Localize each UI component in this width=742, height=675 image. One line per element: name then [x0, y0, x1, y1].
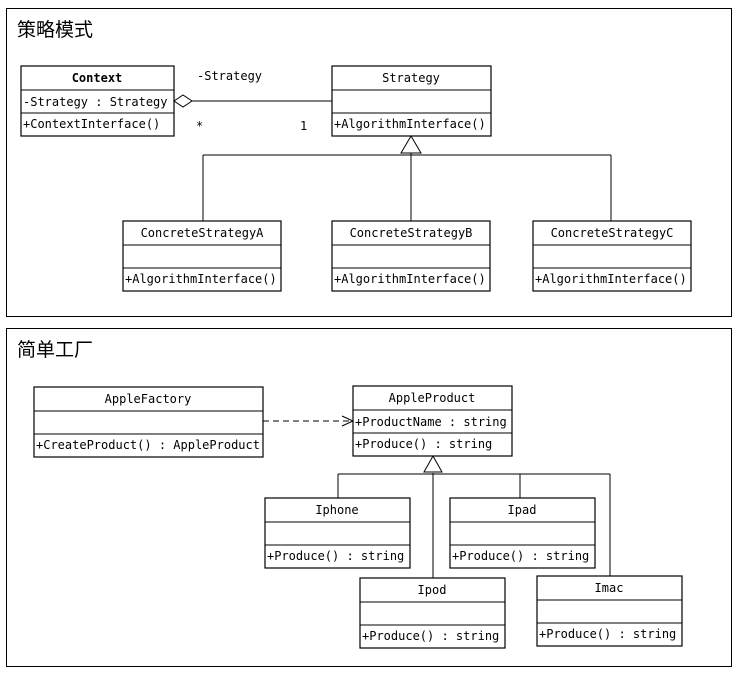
generalization-arrowhead: [423, 454, 443, 473]
class-apple-product: AppleProduct +ProductName : string +Prod…: [352, 385, 513, 457]
factory-panel-title: 简单工厂: [17, 339, 93, 361]
class-name: Ipod: [418, 583, 447, 597]
factory-inheritance: [337, 454, 611, 578]
class-operation: +Produce() : string: [539, 627, 676, 641]
class-name: ConcreteStrategyA: [141, 226, 265, 240]
multiplicity-strategy: 1: [300, 119, 307, 133]
strategy-association: [173, 94, 332, 108]
generalization-arrowhead: [400, 135, 422, 154]
class-operation: +AlgorithmInterface(): [334, 272, 486, 286]
class-iphone: Iphone +Produce() : string: [264, 497, 411, 569]
class-attribute: -Strategy : Strategy: [23, 95, 168, 109]
class-imac: Imac +Produce() : string: [536, 575, 683, 647]
class-operation: +CreateProduct() : AppleProduct: [36, 438, 260, 452]
class-concrete-strategy-b: ConcreteStrategyB +AlgorithmInterface(): [331, 220, 491, 292]
class-ipod: Ipod +Produce() : string: [359, 577, 506, 649]
association-role-label: -Strategy: [197, 69, 262, 83]
class-operation: +ContextInterface(): [23, 117, 160, 131]
strategy-panel-title: 策略模式: [17, 19, 93, 41]
class-operation: +Produce() : string: [362, 629, 499, 643]
multiplicity-context: *: [196, 119, 203, 133]
class-name: ConcreteStrategyB: [350, 226, 473, 240]
class-ipad: Ipad +Produce() : string: [449, 497, 596, 569]
class-operation: +AlgorithmInterface(): [334, 117, 486, 131]
class-name: Imac: [595, 581, 624, 595]
class-name: Ipad: [508, 503, 537, 517]
class-concrete-strategy-a: ConcreteStrategyA +AlgorithmInterface(): [122, 220, 282, 292]
class-name: ConcreteStrategyC: [551, 226, 674, 240]
class-operation: +Produce() : string: [452, 549, 589, 563]
class-operation: +Produce() : string: [267, 549, 404, 563]
class-name: AppleFactory: [105, 392, 192, 406]
class-operation: +AlgorithmInterface(): [125, 272, 277, 286]
class-name: Strategy: [382, 71, 440, 85]
class-name: Iphone: [315, 503, 358, 517]
class-context: Context -Strategy : Strategy +ContextInt…: [20, 65, 175, 137]
class-operation: +Produce() : string: [355, 437, 492, 451]
class-name: AppleProduct: [389, 391, 476, 405]
class-concrete-strategy-c: ConcreteStrategyC +AlgorithmInterface(): [532, 220, 692, 292]
strategy-inheritance: [202, 135, 612, 221]
class-operation: +AlgorithmInterface(): [535, 272, 687, 286]
class-attribute: +ProductName : string: [355, 415, 507, 429]
class-name: Context: [72, 71, 123, 85]
class-apple-factory: AppleFactory +CreateProduct() : ApplePro…: [33, 386, 264, 458]
class-strategy: Strategy +AlgorithmInterface(): [331, 65, 492, 137]
